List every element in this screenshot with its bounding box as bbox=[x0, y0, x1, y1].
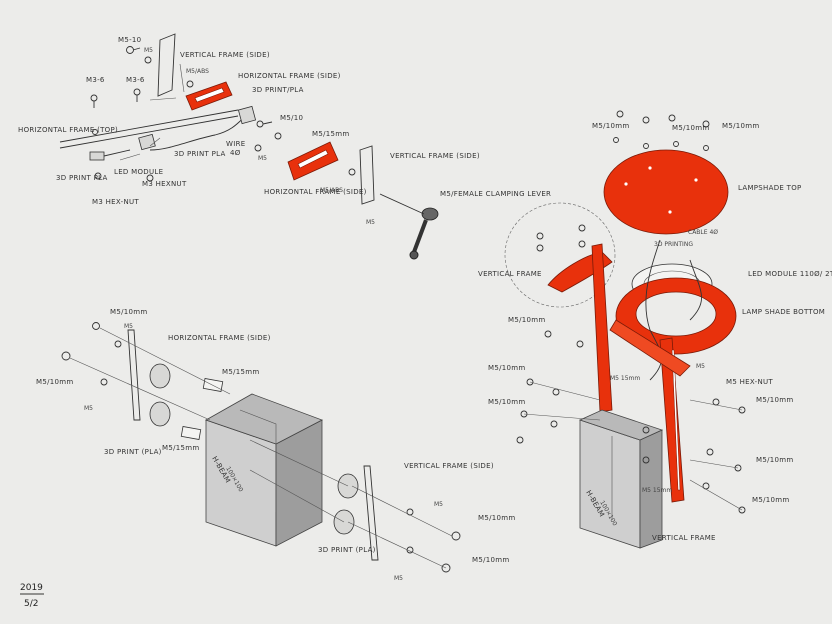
label-m5-abs-a: M5/ABS bbox=[186, 68, 209, 75]
label-bl-m5-c: M5 bbox=[434, 501, 443, 508]
label-wire-spec: 4Ø bbox=[230, 149, 241, 157]
label-bl-m5-15mm-a: M5/15mm bbox=[222, 368, 260, 376]
label-bl-m5-d: M5 bbox=[394, 575, 403, 582]
horizontal-frame-side-plate-a bbox=[185, 81, 233, 111]
label-m5-15mm-c: M5 15mm bbox=[642, 487, 672, 494]
label-3d-printing: 3D PRINTING bbox=[654, 241, 693, 248]
label-lampshade-bottom: LAMP SHADE BOTTOM bbox=[742, 308, 825, 316]
detail-outline bbox=[504, 202, 616, 308]
lamp-assembly bbox=[504, 110, 746, 549]
label-m5-a: M5 bbox=[144, 47, 153, 54]
label-bl-vertical-frame-side: VERTICAL FRAME (SIDE) bbox=[404, 462, 494, 470]
label-vertical-frame-b: VERTICAL FRAME bbox=[652, 534, 716, 542]
label-m5-10-b: M5/10 bbox=[280, 114, 303, 122]
print-block-a bbox=[138, 133, 156, 151]
label-vertical-frame-side-b: VERTICAL FRAME (SIDE) bbox=[390, 152, 480, 160]
h-beam-left bbox=[205, 393, 323, 547]
label-bl-m5-15mm-c: M5/10mm bbox=[478, 514, 516, 522]
label-m5-10mm-r5: M5/10mm bbox=[756, 456, 794, 464]
label-3d-print-pla-a: 3D PRINT/PLA bbox=[252, 86, 304, 94]
label-m5-c: M5 bbox=[366, 219, 375, 226]
label-horizontal-frame-side-b: HORIZONTAL FRAME (SIDE) bbox=[264, 188, 367, 196]
label-m5-15mm-b: M5 15mm bbox=[610, 375, 640, 382]
label-m5-10mm-l2: M5/10mm bbox=[488, 364, 526, 372]
label-led-module-a: LED MODULE bbox=[114, 168, 163, 176]
label-bl-3d-print-pla-a: 3D PRINT (PLA) bbox=[104, 448, 162, 456]
label-3d-print-pla-c: 3D PRINT PLA bbox=[56, 174, 108, 182]
print-block-b bbox=[237, 105, 257, 125]
label-wire: WIRE bbox=[226, 140, 245, 148]
label-led-module-b: LED MODULE 110Ø/ 2T bbox=[748, 270, 832, 278]
label-m5-b: M5 bbox=[258, 155, 267, 162]
label-m5-10mm-l3: M5/10mm bbox=[488, 398, 526, 406]
label-vertical-frame-side-a: VERTICAL FRAME (SIDE) bbox=[180, 51, 270, 59]
bottom-left-assembly bbox=[61, 322, 461, 573]
spacer-a bbox=[149, 363, 171, 389]
led-module-small bbox=[89, 151, 105, 161]
horizontal-frame-side-plate-b bbox=[287, 141, 339, 181]
label-bl-m5-10mm-b: M5/10mm bbox=[36, 378, 74, 386]
h-beam-right bbox=[578, 409, 664, 549]
label-horizontal-frame-side-a: HORIZONTAL FRAME (SIDE) bbox=[238, 72, 341, 80]
label-m5-10-a: M5-10 bbox=[118, 36, 141, 44]
label-m5-female-lever: M5/FEMALE CLAMPING LEVER bbox=[440, 190, 551, 198]
label-m3-6-b: M3-6 bbox=[126, 76, 145, 84]
label-m5-d: M5 bbox=[696, 363, 705, 370]
label-m3-hexnut-a: M3 HEXNUT bbox=[142, 180, 187, 188]
vertical-frame-bar-a bbox=[591, 243, 613, 413]
label-m3-hexnut-b: M3 HEX-NUT bbox=[92, 198, 139, 206]
spacer-b bbox=[149, 401, 171, 427]
label-m5-10mm-l1: M5/10mm bbox=[508, 316, 546, 324]
label-m5-10mm-r1: M5/10mm bbox=[592, 122, 630, 130]
label-bl-m5-a: M5 bbox=[124, 323, 133, 330]
date-year: 2019 bbox=[20, 583, 43, 593]
label-bl-m5-10mm-a: M5/10mm bbox=[110, 308, 148, 316]
label-horizontal-frame-top: HORIZONTAL FRAME (TOP) bbox=[18, 126, 118, 134]
label-bl-m5-b: M5 bbox=[84, 405, 93, 412]
label-m5-10mm-r6: M5/10mm bbox=[752, 496, 790, 504]
label-m3-6-a: M3-6 bbox=[86, 76, 105, 84]
label-lampshade-top: LAMPSHADE TOP bbox=[738, 184, 802, 192]
label-cable: CABLE 4Ø bbox=[688, 229, 718, 236]
vertical-frame-side-part bbox=[157, 33, 176, 97]
label-bl-3d-print-pla-b: 3D PRINT (PLA) bbox=[318, 546, 376, 554]
label-3d-print-pla-b: 3D PRINT PLA bbox=[174, 150, 226, 158]
label-m5-hex-nut: M5 HEX-NUT bbox=[726, 378, 773, 386]
label-m5-15-a: M5/15mm bbox=[312, 130, 350, 138]
label-m5-abs-b: M5/ABS bbox=[320, 187, 343, 194]
label-vertical-frame-a: VERTICAL FRAME bbox=[478, 270, 542, 278]
horizontal-frame-top-line bbox=[59, 109, 239, 143]
label-m5-10mm-r2: M5/10mm bbox=[672, 124, 710, 132]
clamping-lever bbox=[379, 193, 439, 260]
date-day: 5/2 bbox=[24, 599, 38, 609]
label-m5-10mm-r3: M5/10mm bbox=[722, 122, 760, 130]
label-bl-m5-15mm-b: M5/15mm bbox=[162, 444, 200, 452]
label-m5-10mm-r4: M5/10mm bbox=[756, 396, 794, 404]
label-bl-horizontal-frame-side: HORIZONTAL FRAME (SIDE) bbox=[168, 334, 271, 342]
lampshade-top bbox=[603, 149, 729, 235]
label-bl-m5-10mm-c: M5/10mm bbox=[472, 556, 510, 564]
top-left-assembly bbox=[59, 33, 439, 260]
date-stamp: 2019 5/2 bbox=[20, 583, 44, 609]
